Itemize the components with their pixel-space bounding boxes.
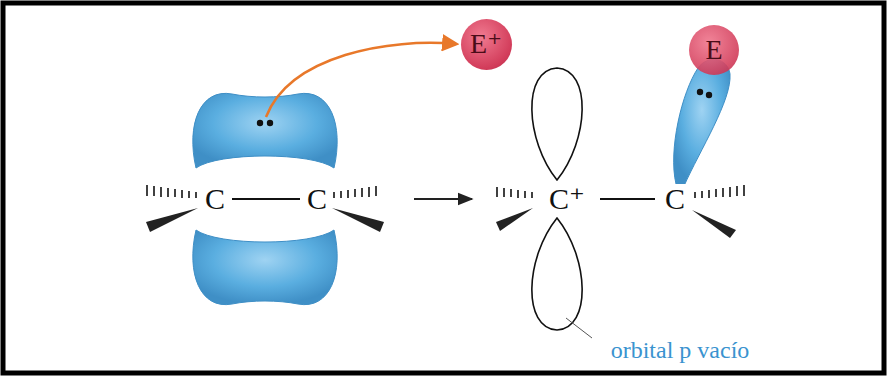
electron-dot [697, 89, 703, 95]
electrophile-circle: E⁺ [461, 19, 512, 70]
electrophile-symbol: E [705, 36, 722, 64]
atom-symbol: C [306, 184, 328, 214]
sigma-bond [232, 198, 300, 200]
hashed-bond [334, 186, 376, 198]
electron-dot [257, 120, 263, 126]
leader-line [566, 318, 592, 338]
orbital-label: orbital p vacío [611, 338, 750, 362]
wedge-bond [692, 210, 736, 238]
frame [3, 3, 884, 373]
pi-lobe-top [193, 93, 337, 168]
atom-symbol: C [204, 184, 226, 214]
c-e-bond-lobe [674, 59, 730, 186]
empty-p-orbital [532, 68, 582, 180]
wedge-bond [146, 208, 198, 232]
atom-symbol: C [664, 184, 686, 214]
hashed-bond [695, 185, 744, 198]
electrophile-symbol: E⁺ [470, 30, 502, 58]
hashed-bond [497, 187, 532, 198]
hashed-bond [147, 185, 196, 198]
wedge-bond [496, 208, 533, 231]
wedge-bond [332, 208, 384, 232]
pi-lobe-bottom [193, 230, 337, 305]
carbocation-symbol: C⁺ [548, 184, 586, 214]
electron-dot [706, 92, 712, 98]
electron-dot [267, 120, 273, 126]
reaction-arrow [414, 198, 472, 200]
sigma-bond [600, 198, 655, 200]
electron-arrow [266, 43, 456, 117]
empty-p-orbital [532, 218, 582, 330]
electrophile-circle: E [689, 25, 739, 75]
